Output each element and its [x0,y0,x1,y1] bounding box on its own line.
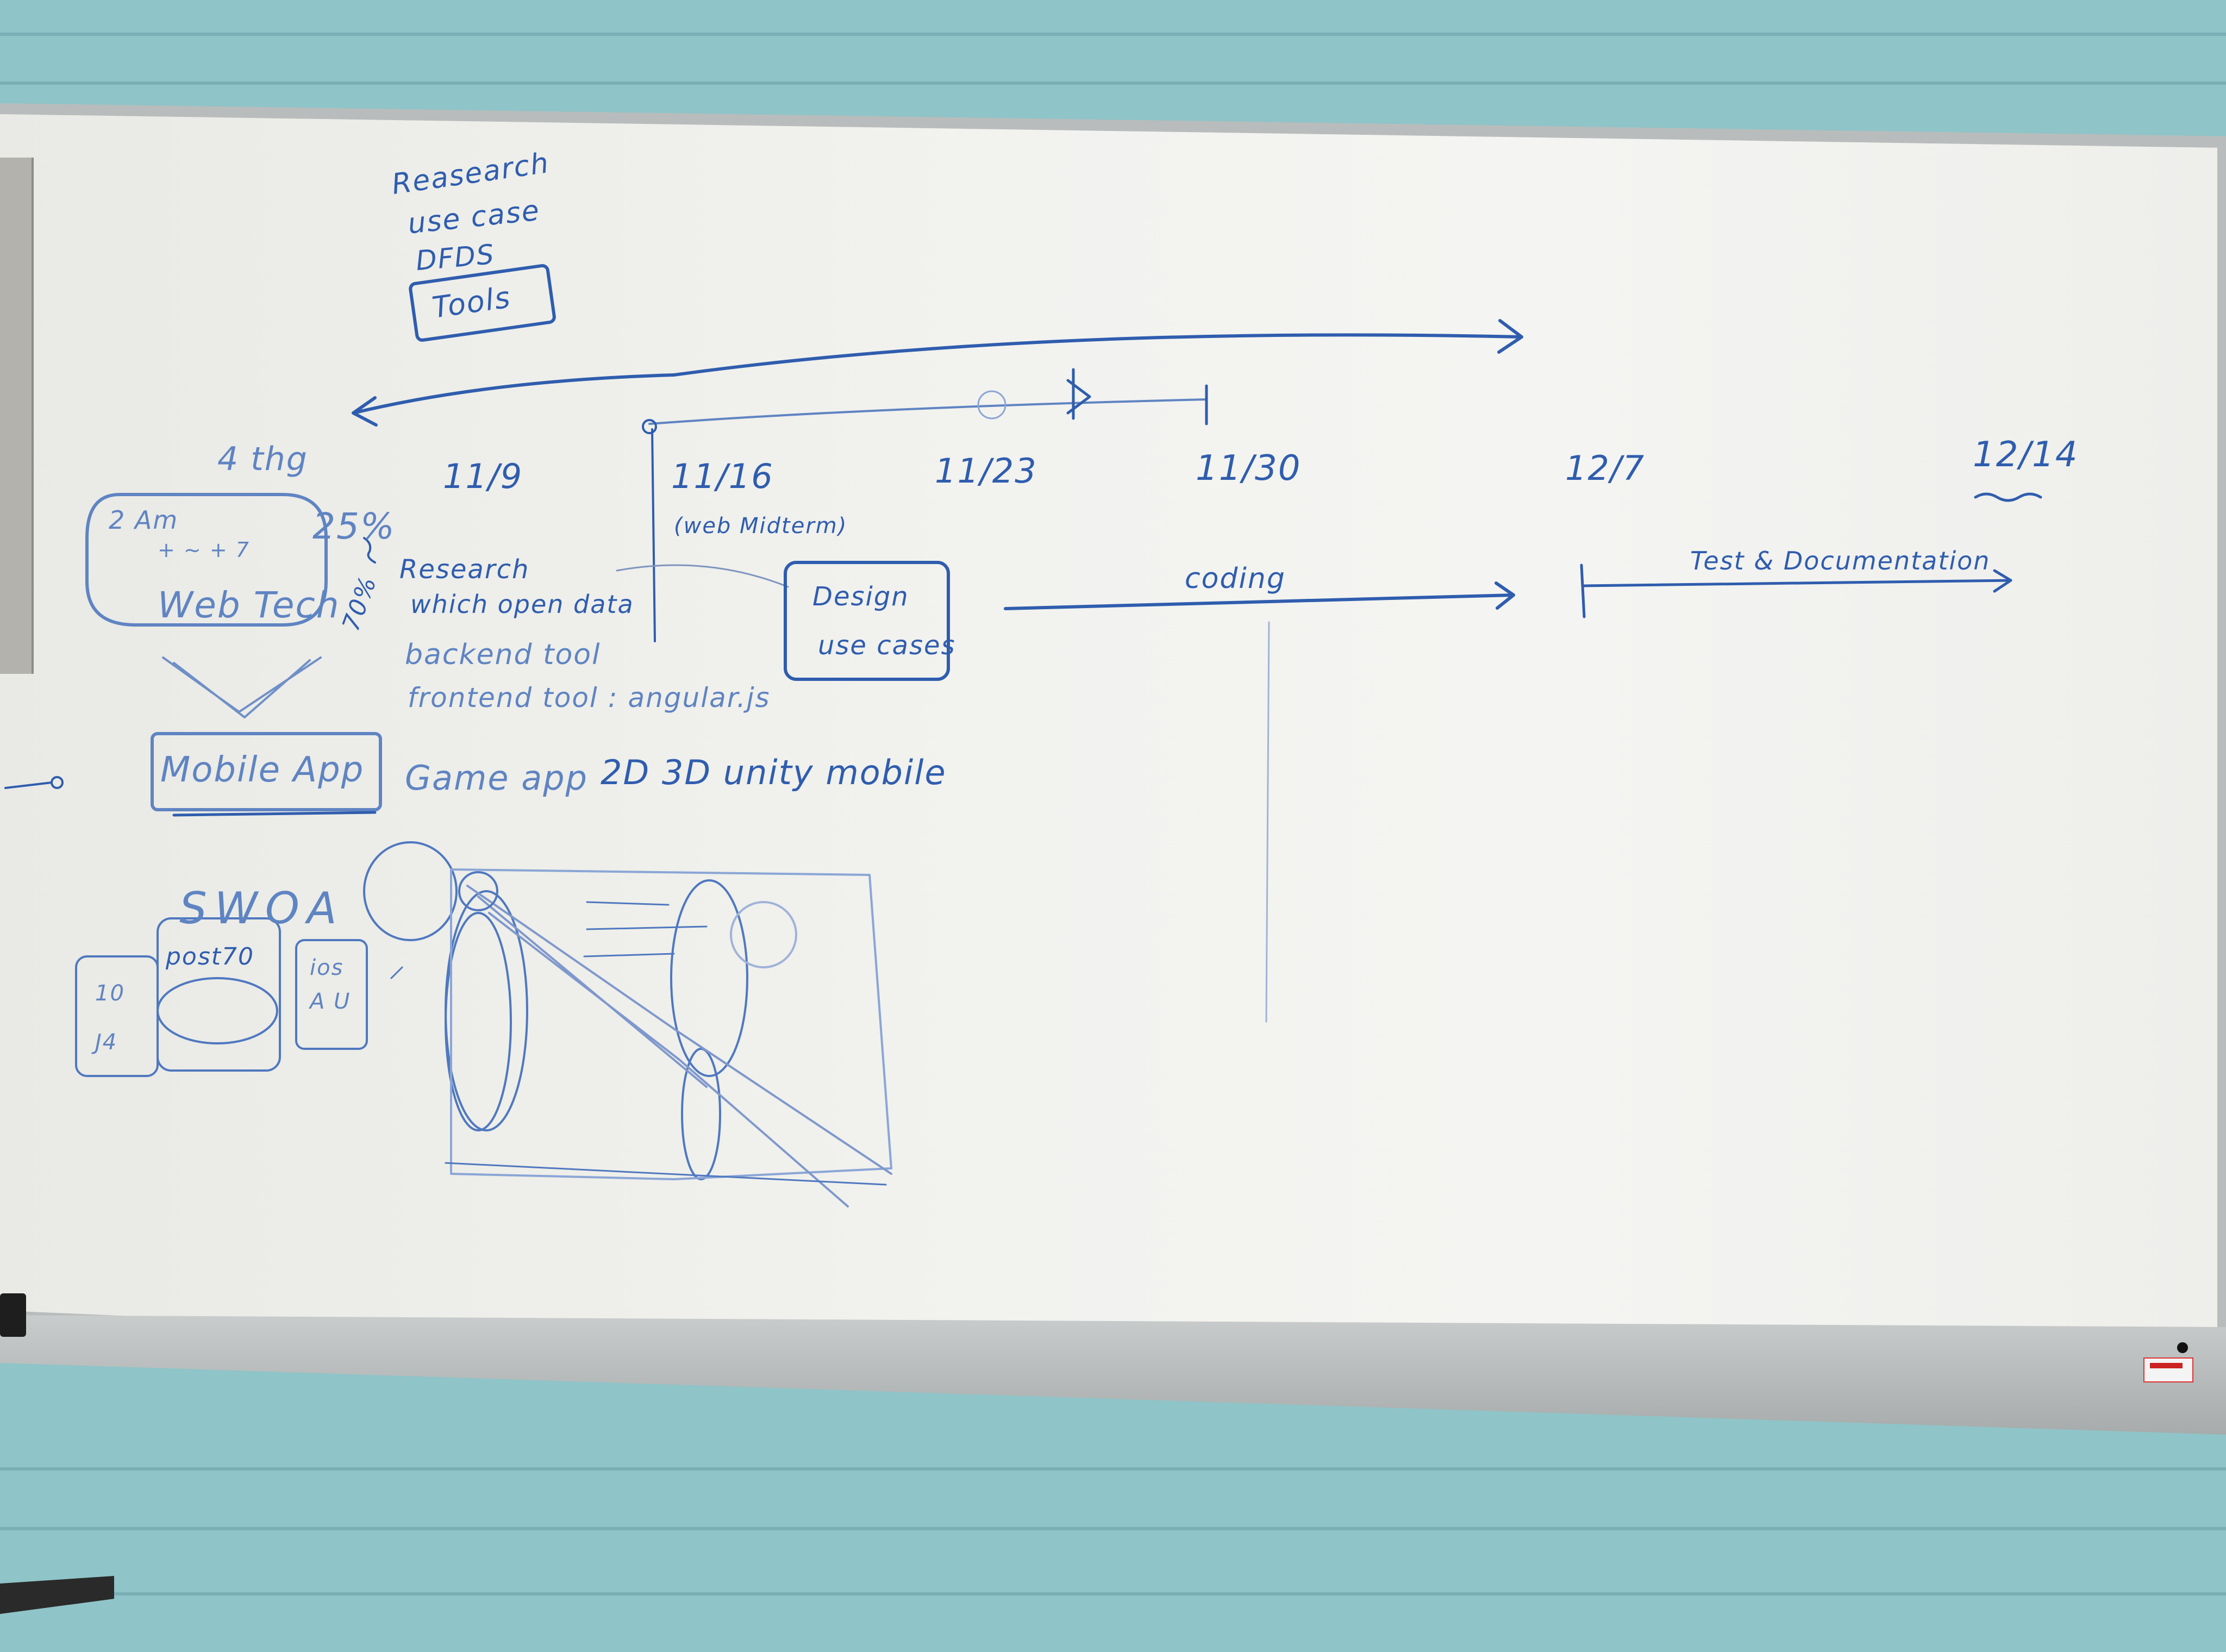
arrow-right [672,319,1523,377]
design-label: Design [812,581,909,612]
note-which-open-data: which open data [410,590,634,619]
whiteboard-surface [0,114,2217,1407]
note-mobile-app: Mobile App [160,750,365,790]
test-documentation-label: Test & Documentation [1690,546,1991,575]
note-post: post70 [166,943,255,971]
vertical-line [651,428,656,642]
date-11-16: 11/16 [671,456,774,496]
manufacturer-label [2143,1357,2193,1382]
use-cases-label: use cases [818,630,956,661]
note-unity: 2D 3D unity mobile [601,753,947,792]
note-sw: SWOA [179,883,345,934]
note-small-b: J4 [95,1030,118,1055]
date-12-14: 12/14 [1973,435,2079,475]
note-web-midterm: (web Midterm) [674,514,848,539]
tools-box [409,264,556,342]
note-box-top: 2 Am [109,505,179,535]
coding-label: coding [1185,562,1286,595]
note-backend-tool: backend tool [405,639,601,671]
note-game-app: Game app [405,758,588,798]
sketch-cluster [75,841,892,1207]
date-12-7: 12/7 [1565,448,1646,488]
design-usecases-box [784,561,950,681]
left-wall-panel [0,158,34,674]
note-box-mid: + ~ + 7 [158,538,250,562]
note-ios: ios A U [310,955,351,1014]
note-25pct: 25% [312,505,396,547]
date-11-23: 11/23 [935,451,1037,491]
note-research: Research [399,554,530,585]
note-frontend-tool: frontend tool : angular.js [408,682,771,714]
magnet-dot [2177,1342,2188,1353]
webtech-bubble [85,493,328,627]
date-11-30: 11/30 [1196,448,1302,489]
eraser [0,1293,26,1337]
midterm-line [648,398,1208,425]
mobile-app-box [151,732,382,811]
arrow-left [352,373,676,427]
note-thing: 4 thg [217,440,308,478]
note-small-a: 10 [95,981,125,1006]
coding-arrow [1004,581,1515,610]
date-11-9: 11/9 [443,456,523,496]
test-arrow [1580,564,2012,618]
note-web-tech: Web Tech [158,584,340,626]
